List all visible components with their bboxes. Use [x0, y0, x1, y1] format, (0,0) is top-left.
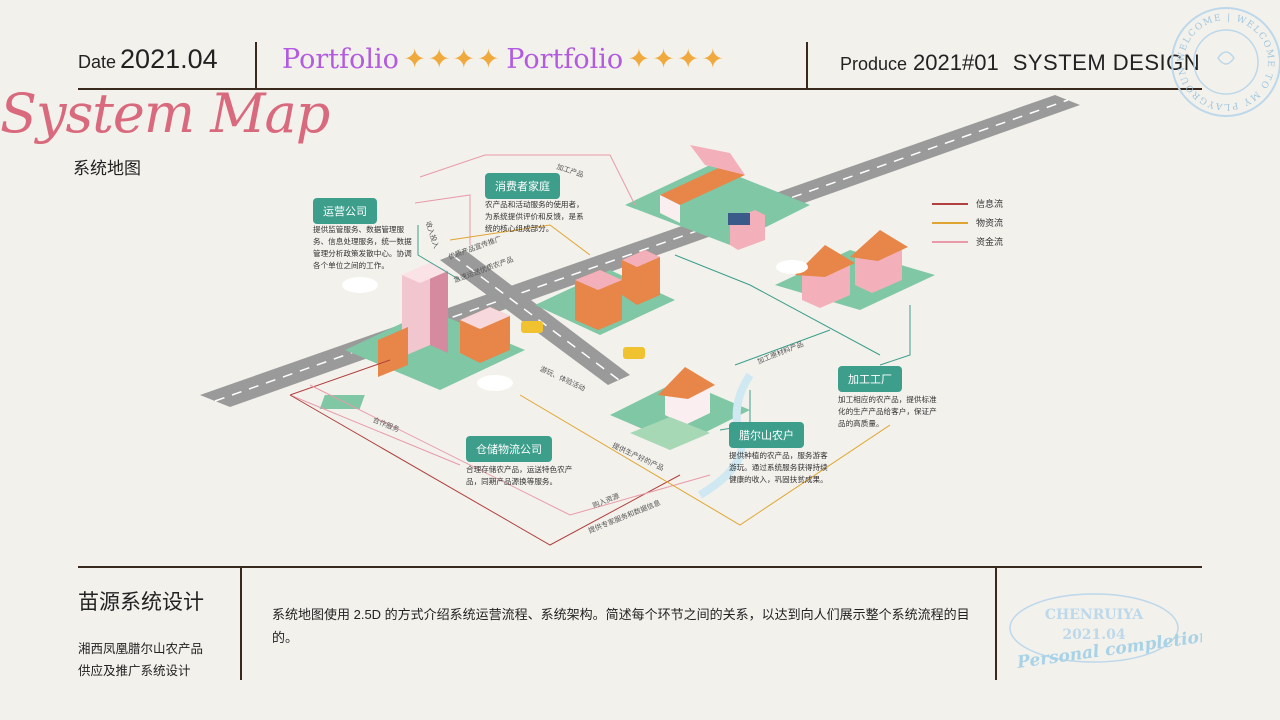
system-map-script-title: System Map [0, 82, 330, 145]
operator-lawn [319, 395, 365, 409]
cloud-2 [477, 375, 513, 391]
flow-purchase [309, 384, 711, 516]
header-separator-1 [255, 42, 257, 88]
farmer-house-roof [658, 367, 715, 399]
flow-legend: 信息流 物资流 资金流 [932, 194, 1003, 251]
legend-swatch-info [932, 202, 968, 205]
cloud-1 [342, 277, 378, 293]
factory-house-1-roof [795, 245, 855, 277]
node-factory-desc: 加工相应的农产品，提供标准化的生产产品给客户，保证产品的高质量。 [838, 395, 937, 428]
consumer-house-1-roof [575, 270, 622, 290]
footer-description: 系统地图使用 2.5D 的方式介绍系统运营流程、系统架构。简述每个环节之间的关系… [272, 607, 970, 645]
legend-label-money: 资金流 [976, 237, 1004, 247]
node-consumer-desc: 农产品和活动服务的使用者，为系统提供评价和反馈，是系统的核心组成部分。 [485, 200, 584, 233]
solar-panel [728, 213, 750, 225]
legend-swatch-money [932, 240, 968, 243]
operator-office-roof [460, 307, 510, 329]
footer-subtitle-line1: 湘西凤凰腊尔山农产品 [78, 642, 204, 656]
flow-consumer-delivery [449, 224, 591, 256]
flow-consumer-farm [419, 154, 636, 206]
footer-subtitle-line2: 供应及推广系统设计 [78, 664, 191, 678]
system-design-label: SYSTEM DESIGN [1012, 50, 1201, 75]
farmer-field [630, 417, 710, 450]
footer-title: 苗源系统设计 [78, 591, 204, 614]
produce-number: 2021#01 [913, 50, 999, 75]
portfolio-banner: Portfolio ✦✦✦✦ Portfolio ✦✦✦✦ [282, 44, 726, 75]
stars-1: ✦✦✦✦ [403, 44, 502, 74]
flow-operator-warehouse-info [289, 359, 391, 396]
operator-tower [402, 263, 430, 357]
barn-roof-back [690, 145, 745, 175]
footer-divider [78, 566, 1202, 568]
road-cross [440, 250, 630, 385]
node-consumer-label: 消费者家庭 [485, 173, 560, 199]
legend-item-money: 资金流 [932, 232, 1003, 251]
footer-subtitle: 湘西凤凰腊尔山农产品 供应及推广系统设计 [78, 638, 203, 682]
stars-2: ✦✦✦✦ [627, 44, 727, 74]
flow-cooperation [289, 394, 461, 466]
flow-farm-factory [674, 254, 881, 356]
legend-item-material: 物资流 [932, 213, 1003, 232]
header-separator-2 [806, 42, 808, 88]
footer-separator-2 [995, 566, 997, 680]
node-factory-label: 加工工厂 [838, 366, 902, 392]
operator-tower-side [430, 263, 448, 353]
flow-operator-city [417, 225, 461, 281]
node-operator-desc: 提供监管服务、数据管理服务、信息处理服务，统一数据管理分析政策发散中心。协调各个… [313, 225, 412, 270]
operator-house [378, 327, 408, 377]
operator-tower-top [402, 263, 448, 283]
portfolio-word-1: Portfolio [282, 44, 399, 75]
welcome-stamp-icon: WELCOME | WELCOME TO MY PLAYGROUND [1168, 4, 1280, 117]
produce-label: Produce [840, 54, 908, 74]
consumer-house-2-roof [622, 250, 660, 267]
node-warehouse-desc: 合理存储农产品，运送特色农产品，同期产品源换等服务。 [466, 465, 573, 486]
barn-wall [660, 195, 680, 223]
legend-swatch-material [932, 221, 968, 224]
operator-ground [345, 310, 525, 390]
system-map-chinese-title: 系统地图 [73, 159, 141, 178]
badge-ellipse [1009, 593, 1179, 663]
flow-expert-service [289, 394, 681, 546]
node-warehouse-label: 仓储物流公司 [466, 436, 552, 462]
node-farmer-desc: 提供种植的农产品，服务游客游玩。通过系统服务获得持续健康的收入，巩固扶贫成果。 [729, 451, 828, 484]
badge-date: 2021.04 [1062, 627, 1126, 643]
factory-house-2-roof [850, 230, 908, 261]
flow-factory-label [879, 305, 911, 366]
legend-item-info: 信息流 [932, 194, 1003, 213]
flow-farmer-factory [734, 329, 831, 366]
barn-roof [660, 165, 745, 205]
date-label: Date [78, 52, 117, 72]
node-operator-label: 运营公司 [313, 198, 377, 224]
header-divider [78, 88, 1202, 90]
node-farmer-label: 腊尔山农户 [729, 422, 804, 448]
flow-operator-consumer [414, 194, 471, 245]
legend-label-material: 物资流 [976, 218, 1004, 228]
flow-supply-product [519, 394, 891, 526]
car-2 [623, 347, 645, 359]
author-badge: CHENRUIYA 2021.04 Personal completion [1009, 593, 1202, 670]
date-value: 2021.04 [120, 44, 218, 74]
car-1 [521, 321, 543, 333]
portfolio-word-2: Portfolio [506, 44, 624, 75]
system-map-illustration [200, 95, 1080, 546]
legend-label-info: 信息流 [976, 199, 1004, 209]
footer-separator-1 [240, 566, 242, 680]
badge-name: CHENRUIYA [1045, 607, 1144, 623]
cloud-3 [776, 260, 808, 274]
